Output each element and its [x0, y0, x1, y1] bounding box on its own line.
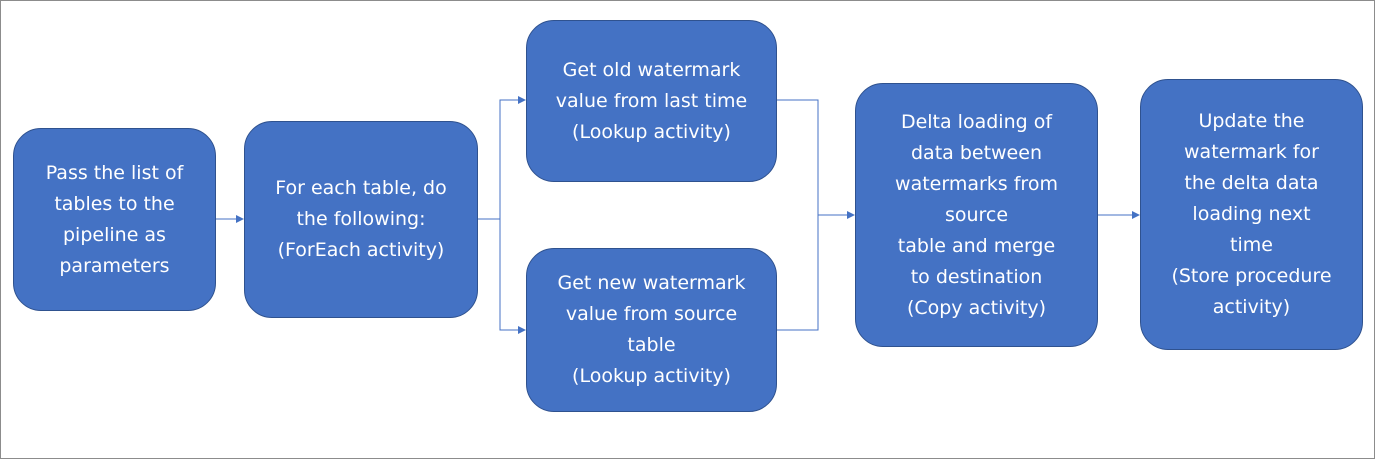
step-text-line: the delta data	[1184, 172, 1319, 194]
step-text-line: Get new watermark	[557, 272, 746, 294]
step-text-line: watermarks from	[895, 172, 1058, 195]
step-text-line: (Lookup activity)	[572, 365, 731, 387]
step-text-line: (ForEach activity)	[277, 239, 445, 261]
step-text-line: Delta loading of	[900, 110, 1053, 133]
step-foreach: For each table, do the following: (ForEa…	[244, 121, 478, 318]
step-text-line: table	[627, 334, 676, 356]
step-pass-tables: Pass the list of tables to the pipeline …	[13, 128, 216, 311]
connector-new-watermark-to-delta	[777, 215, 819, 331]
step-text-line: Pass the list of	[45, 161, 184, 184]
step-update-watermark: Update the watermark for the delta data …	[1140, 79, 1363, 350]
step-text-line: watermark for	[1184, 141, 1319, 163]
step-text-line: (Lookup activity)	[572, 120, 731, 143]
connector-old-watermark-to-delta	[777, 99, 855, 219]
connector-foreach-to-new-watermark	[499, 219, 526, 334]
step-text-line: tables to the	[54, 192, 175, 215]
connector-foreach-to-old-watermark	[478, 96, 526, 220]
step-text-line: time	[1230, 234, 1273, 256]
step-old-watermark: Get old watermark value from last time (…	[526, 20, 777, 182]
step-text-line: source	[944, 203, 1009, 226]
step-text-line: loading next	[1192, 203, 1311, 225]
step-text-line: to destination	[910, 265, 1043, 288]
step-text-line: Get old watermark	[562, 58, 741, 81]
step-text-line: table and merge	[897, 234, 1056, 257]
step-text-line: (Store procedure	[1171, 265, 1332, 287]
step-new-watermark: Get new watermark value from source tabl…	[526, 248, 777, 412]
step-text-line: value from source	[565, 303, 738, 325]
step-text-line: Update the	[1198, 110, 1305, 132]
step-text-line: value from last time	[555, 89, 748, 112]
step-text-line: (Copy activity)	[906, 296, 1047, 319]
step-text-line: For each table, do	[275, 177, 447, 199]
step-text-line: activity)	[1212, 296, 1291, 318]
step-delta-copy: Delta loading of data between watermarks…	[855, 83, 1098, 347]
step-text-line: data between	[910, 141, 1042, 164]
step-text-line: the following:	[296, 208, 426, 230]
step-text-line: pipeline as	[63, 223, 166, 246]
step-text-line: parameters	[59, 254, 170, 277]
